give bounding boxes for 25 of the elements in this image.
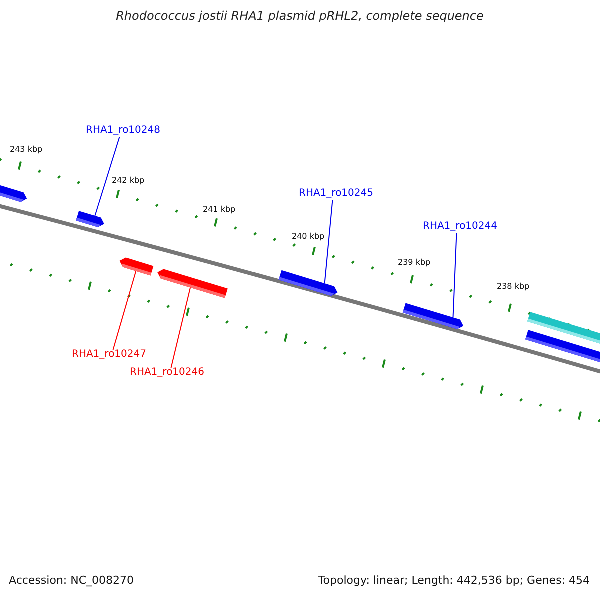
scale-label: 243 kbp [10, 145, 43, 155]
gene-feature [76, 211, 104, 228]
gene-feature [402, 303, 464, 330]
gene-feature [278, 270, 338, 296]
gene-feature [120, 258, 154, 276]
gene-label: RHA1_ro10248 [86, 125, 160, 137]
gene-feature [526, 330, 600, 364]
scale-label: 238 kbp [497, 282, 530, 292]
scale-label: 240 kbp [292, 232, 325, 242]
gene-feature [158, 269, 228, 298]
accession-text: Accession: NC_008270 [9, 574, 134, 588]
title: Rhodococcus jostii RHA1 plasmid pRHL2, complete sequence [115, 9, 485, 24]
scale-label: 239 kbp [398, 258, 431, 268]
leader-line [94, 136, 120, 217]
summary-text: Topology: linear; Length: 442,536 bp; Genes: 454 [318, 574, 590, 588]
leader-line [324, 200, 334, 284]
leader-line [170, 287, 192, 368]
gene-label: RHA1_ro10246 [130, 367, 204, 379]
leader-line [112, 270, 137, 350]
gene-label: RHA1_ro10245 [299, 188, 374, 200]
gene-label: RHA1_ro10247 [72, 349, 146, 361]
scale-label: 241 kbp [203, 205, 236, 215]
gene-label: RHA1_ro10244 [423, 221, 498, 233]
leader-line [452, 232, 458, 318]
scale-label: 242 kbp [112, 176, 145, 186]
